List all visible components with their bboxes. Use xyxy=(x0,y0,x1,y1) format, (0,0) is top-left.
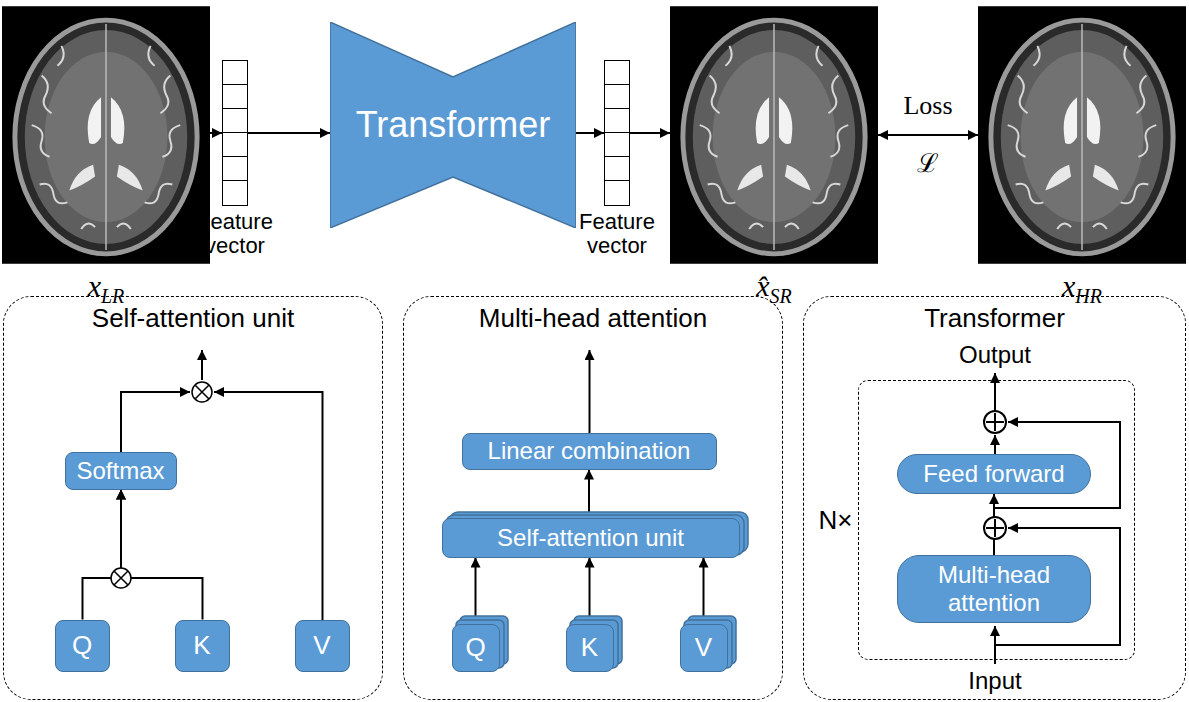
vector-cell xyxy=(222,60,248,86)
repeat-block: N×Feed forwardMulti-head attention xyxy=(858,380,1135,660)
feature-vector: Feature vector xyxy=(222,60,248,206)
connector-arrow xyxy=(475,558,477,624)
vector-caption: Feature vector xyxy=(567,210,667,258)
vector-cell xyxy=(604,60,630,86)
box-label: V xyxy=(313,630,330,661)
math-symbol: x̂ xyxy=(756,269,769,302)
layer-pill: Feed forward xyxy=(897,454,1091,494)
connector-arrow xyxy=(210,132,222,134)
vector-cell xyxy=(222,108,248,134)
stacked-box: V xyxy=(680,624,728,672)
stacked-box: K xyxy=(175,620,230,672)
feature-vector: Feature vector xyxy=(604,60,630,206)
box-label: Softmax xyxy=(76,457,164,485)
connector-arrow xyxy=(588,470,590,518)
detail-panel: Multi-head attentionLinear combinationSe… xyxy=(403,296,783,700)
connector-arrow xyxy=(248,132,330,134)
math-symbol: x xyxy=(88,269,101,302)
image-panel: xHR xyxy=(978,5,1186,265)
box-label: K xyxy=(581,632,598,663)
connector-arrow xyxy=(878,134,978,136)
vector-cell xyxy=(604,156,630,182)
connector-arrow xyxy=(83,490,122,620)
block-title: Transformer xyxy=(356,104,551,146)
image-caption: x̂SR xyxy=(670,269,878,308)
panel-heading: Transformer xyxy=(804,303,1185,334)
box-label: V xyxy=(695,632,712,663)
vector-cell xyxy=(222,156,248,182)
edge-label: Loss ℒ xyxy=(898,77,958,193)
stacked-box: K xyxy=(566,624,614,672)
box-label: Q xyxy=(465,632,485,663)
connector-arrow xyxy=(630,132,670,134)
panel-heading: Self-attention unit xyxy=(4,303,382,334)
connector-arrow xyxy=(589,558,591,624)
layer-pill: Multi-head attention xyxy=(897,555,1091,623)
vector-cell xyxy=(222,180,248,206)
image-caption: xHR xyxy=(978,269,1186,308)
image-panel: x̂SR xyxy=(670,5,878,265)
image-panel: xLR xyxy=(2,5,210,265)
stacked-box: V xyxy=(295,620,350,672)
port-label: Input xyxy=(968,667,1021,695)
vector-caption: Feature vector xyxy=(185,210,285,258)
vector-cell xyxy=(604,132,630,158)
connector-arrow xyxy=(703,558,705,624)
vector-cell xyxy=(604,84,630,110)
box-label: Linear combination xyxy=(488,437,691,465)
port-label: Output xyxy=(959,341,1031,369)
transformer-block: Transformer xyxy=(330,22,576,228)
box-label: Q xyxy=(72,630,92,661)
repeat-count: N× xyxy=(819,504,853,535)
math-symbol: x xyxy=(1062,269,1075,302)
process-box: Linear combination xyxy=(462,433,717,470)
stacked-box: Q xyxy=(452,624,500,672)
vector-cell xyxy=(222,132,248,158)
box-label: Feed forward xyxy=(915,460,1072,488)
connector-arrow xyxy=(121,490,203,620)
process-box: Softmax xyxy=(65,452,177,490)
process-box: Self-attention unit xyxy=(442,518,740,558)
box-label: K xyxy=(193,630,210,661)
image-caption: xLR xyxy=(2,269,210,308)
vector-cell xyxy=(604,180,630,206)
box-label: Multi-head attention xyxy=(898,561,1090,616)
vector-cell xyxy=(604,108,630,134)
math-subscript: SR xyxy=(770,285,792,307)
detail-panel: Self-attention unitSoftmaxQ K V xyxy=(3,296,383,700)
box-label: Self-attention unit xyxy=(497,524,684,552)
vector-cell xyxy=(222,84,248,110)
panel-heading: Multi-head attention xyxy=(404,303,782,334)
connector-arrow xyxy=(576,132,604,134)
stacked-box: Q xyxy=(55,620,110,672)
